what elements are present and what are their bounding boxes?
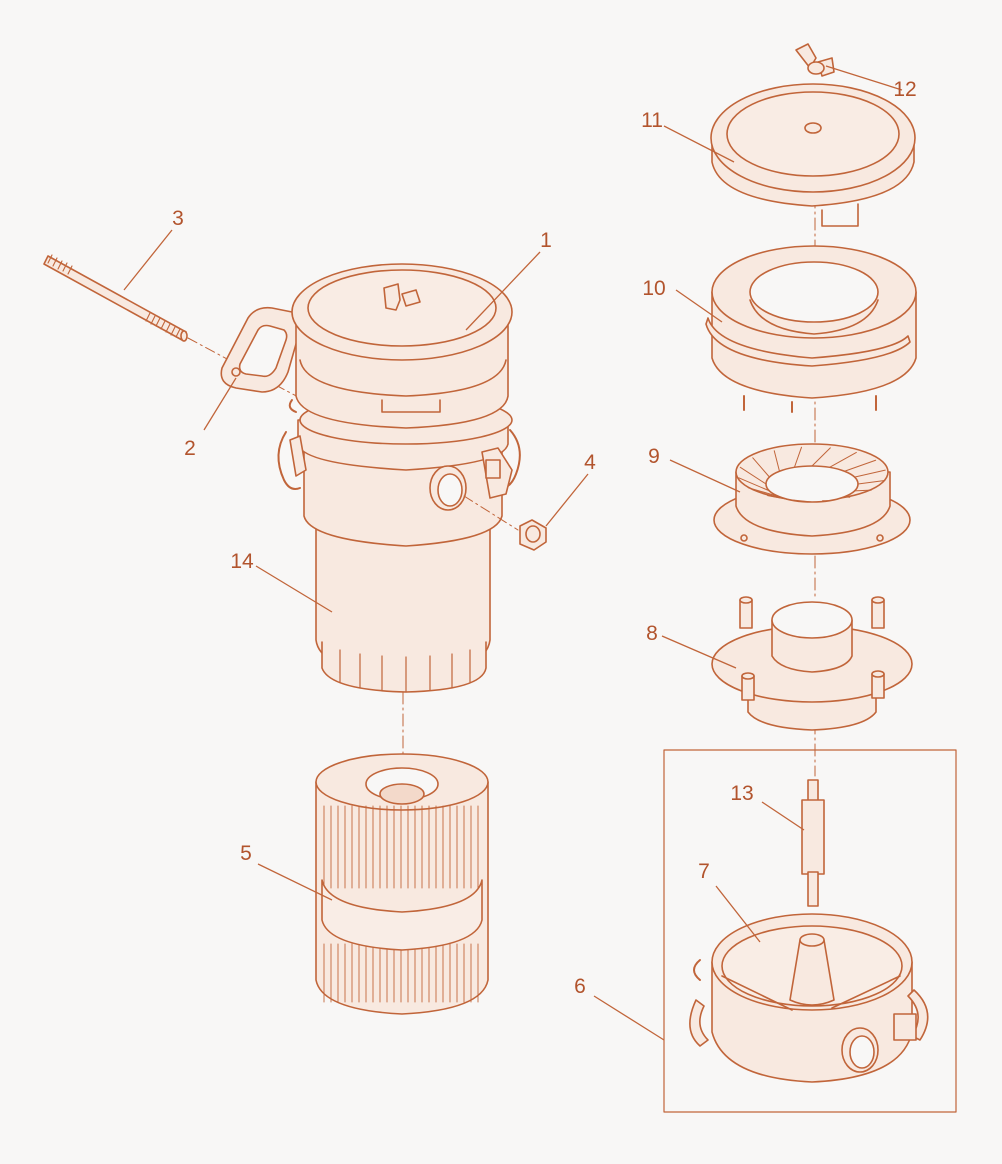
callout-label-13: 13	[730, 782, 753, 805]
callout-label-11: 11	[641, 109, 663, 132]
callout-label-14: 14	[230, 550, 254, 573]
top-cap	[711, 84, 915, 226]
callout-label-9: 9	[648, 445, 660, 468]
wing-nut	[796, 44, 834, 76]
leader-line-13	[762, 802, 804, 830]
callout-label-3: 3	[172, 207, 184, 230]
callout-label-7: 7	[698, 860, 710, 883]
callout-label-6: 6	[574, 975, 586, 998]
mounting-flange	[221, 308, 300, 392]
threaded-rod	[44, 255, 187, 341]
callout-label-2: 2	[184, 437, 196, 460]
base-plate	[712, 597, 912, 730]
spindle	[802, 780, 824, 906]
callout-label-4: 4	[584, 451, 596, 474]
leader-line-4	[546, 474, 588, 526]
housing-cover	[292, 264, 512, 428]
vane-ring	[714, 444, 910, 554]
leader-line-9	[670, 460, 740, 492]
leader-line-6	[594, 996, 664, 1040]
leader-line-2	[204, 378, 236, 430]
filter-housing	[278, 396, 519, 692]
callout-label-8: 8	[646, 622, 658, 645]
callout-label-12: 12	[893, 78, 916, 101]
callout-label-1: 1	[540, 229, 552, 252]
upper-ring	[706, 246, 916, 412]
base-bowl	[690, 914, 928, 1082]
filter-cartridge	[316, 754, 488, 1014]
callout-label-5: 5	[240, 842, 252, 865]
leader-line-3	[124, 230, 172, 290]
callout-label-10: 10	[642, 277, 665, 300]
